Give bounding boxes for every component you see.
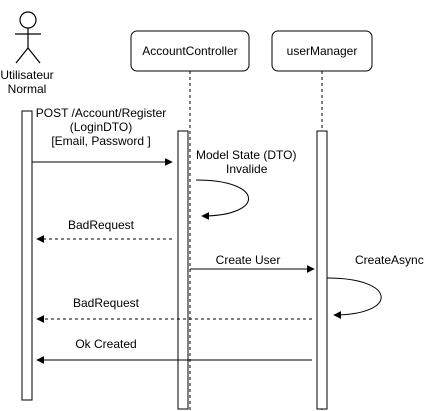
message-ok-created-label: Ok Created <box>75 337 136 351</box>
message-bad-request-2-label: BadRequest <box>73 296 140 310</box>
participant-user-manager: userManager <box>271 30 373 72</box>
actor-utilisateur: Utilisateur Normal <box>0 11 54 96</box>
message-register-line2: (LoginDTO) <box>70 120 132 134</box>
message-create-user: Create User <box>190 253 315 273</box>
message-create-async-arrow <box>326 277 382 319</box>
message-model-state: Model State (DTO) Invalide <box>195 148 296 220</box>
message-register-line3: [Email, Password ] <box>51 134 150 148</box>
actor-label-line1: Utilisateur <box>0 68 53 82</box>
message-bad-request-1: BadRequest <box>36 218 172 243</box>
message-create-user-label: Create User <box>216 253 281 267</box>
participant-box <box>130 30 250 72</box>
participant-box <box>271 30 373 72</box>
participant-label: AccountController <box>142 44 237 58</box>
message-bad-request-1-label: BadRequest <box>68 218 135 232</box>
participant-label: userManager <box>287 44 358 58</box>
activation-bar-manager <box>316 130 328 410</box>
message-register: POST /Account/Register (LoginDTO) [Email… <box>32 106 173 166</box>
message-create-async-label: CreateAsync <box>355 253 424 267</box>
activation-bar-user <box>21 110 33 401</box>
participant-account-controller: AccountController <box>130 30 250 72</box>
message-create-async: CreateAsync <box>326 253 424 319</box>
message-register-line1: POST /Account/Register <box>36 106 167 120</box>
message-model-state-line2: Invalide <box>226 162 268 176</box>
message-model-state-arrow <box>195 179 249 220</box>
message-model-state-line1: Model State (DTO) <box>196 148 296 162</box>
activation-bar-controller <box>177 130 189 410</box>
stick-figure-icon <box>15 11 41 64</box>
message-bad-request-2: BadRequest <box>36 296 312 323</box>
message-ok-created: Ok Created <box>36 337 312 364</box>
actor-label-line2: Normal <box>8 82 47 96</box>
